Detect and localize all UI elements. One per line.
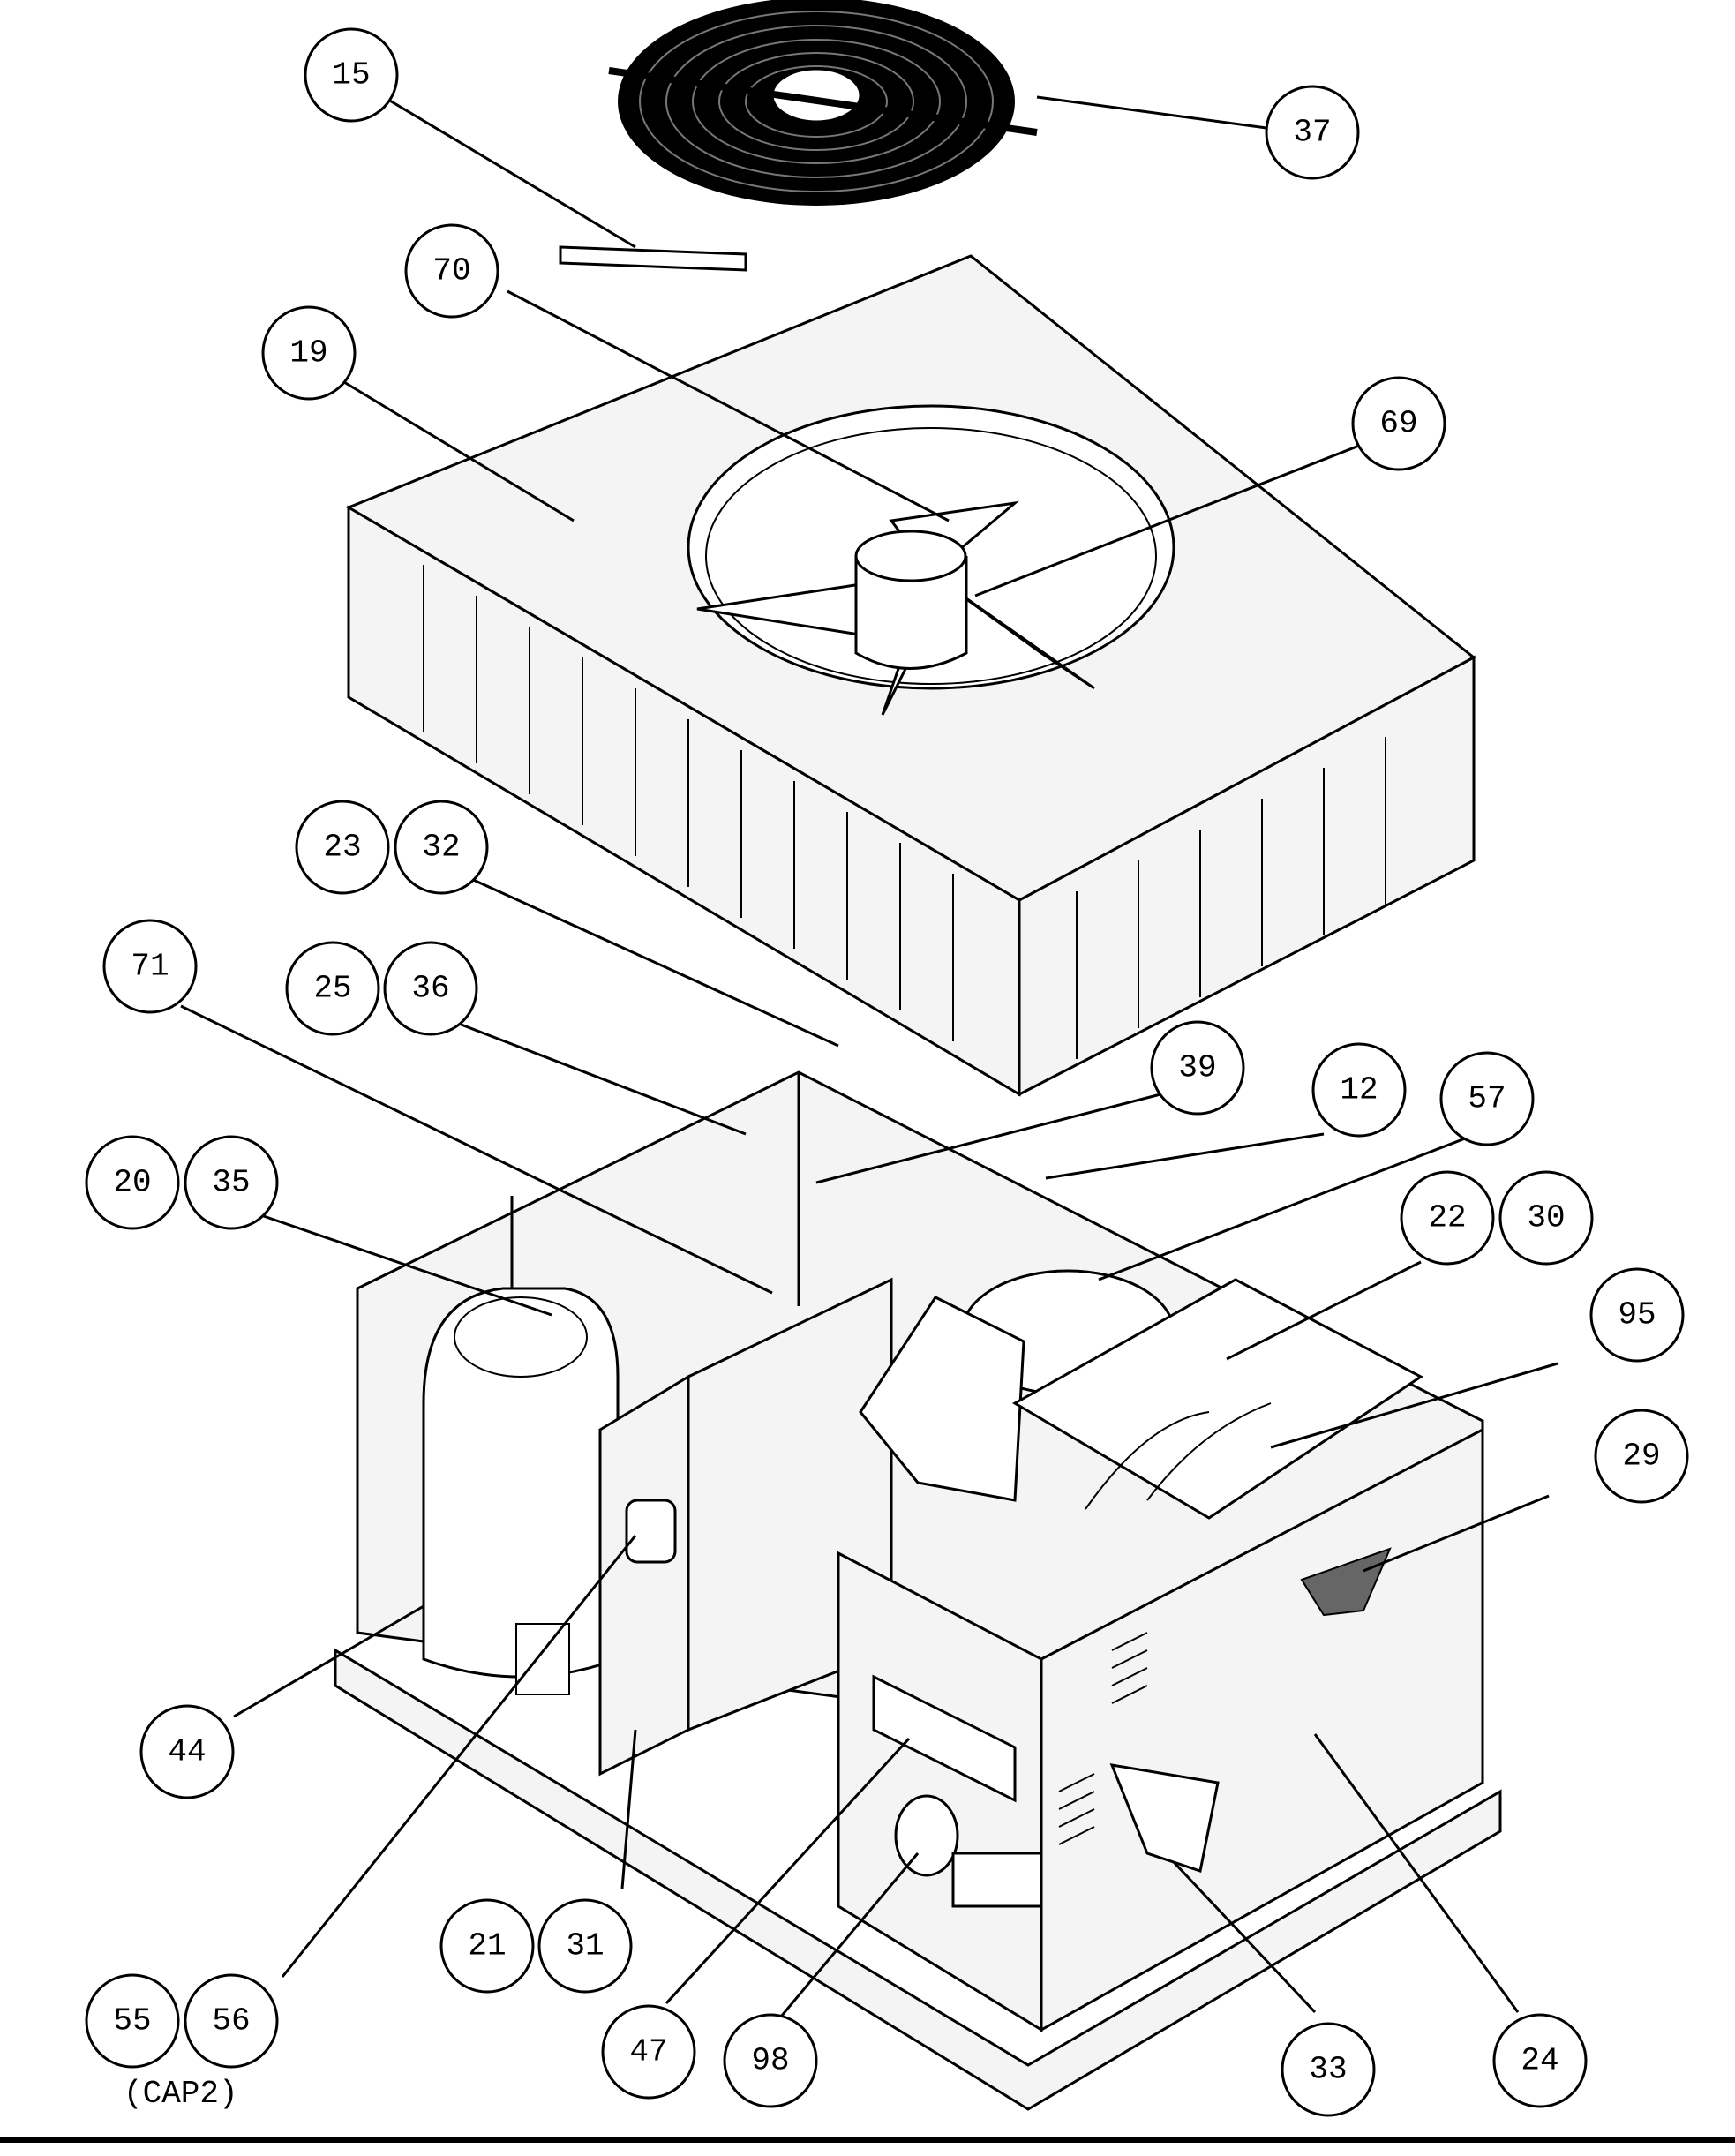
svg-text:37: 37 [1293,115,1331,151]
top-cover-assembly [345,254,1476,1097]
callout-12: 12 [1311,1042,1407,1138]
callout-69: 69 [1351,376,1446,471]
callout-24: 24 [1492,2013,1588,2108]
svg-text:20: 20 [113,1165,151,1201]
callout-57: 57 [1439,1051,1535,1146]
svg-text:36: 36 [411,971,449,1007]
svg-text:23: 23 [323,830,361,866]
svg-text:57: 57 [1468,1081,1506,1117]
callout-15: 15 [304,27,399,123]
callout-55: 55 [85,1973,180,2069]
callout-71: 71 [102,919,198,1014]
svg-text:39: 39 [1178,1050,1216,1086]
callout-23: 23 [295,800,390,895]
svg-text:69: 69 [1379,406,1417,442]
svg-text:25: 25 [313,971,351,1007]
callout-47: 47 [601,2004,696,2100]
callout-25: 25 [285,941,380,1036]
callout-95: 95 [1589,1267,1685,1363]
svg-text:30: 30 [1527,1200,1565,1236]
leader-lines [180,95,1558,2017]
callout-44: 44 [139,1704,235,1799]
callout-98: 98 [723,2013,818,2108]
svg-text:31: 31 [566,1928,604,1964]
svg-text:21: 21 [468,1928,506,1964]
svg-text:71: 71 [131,949,169,985]
callout-31: 31 [537,1898,633,1994]
callout-70: 70 [404,223,499,319]
callout-36: 36 [383,941,478,1036]
svg-text:15: 15 [332,57,370,94]
svg-text:22: 22 [1428,1200,1466,1236]
cap2-note: (CAP2) [124,2076,238,2112]
svg-text:33: 33 [1309,2052,1347,2088]
svg-text:32: 32 [422,830,460,866]
fan-guard [608,0,1038,206]
svg-text:19: 19 [289,335,327,372]
svg-text:35: 35 [212,1165,250,1201]
base-cabinet-assembly [334,1070,1502,2111]
svg-text:44: 44 [168,1734,206,1770]
callout-22: 22 [1400,1170,1495,1266]
callout-35: 35 [184,1135,279,1230]
callout-33: 33 [1281,2022,1376,2117]
svg-text:95: 95 [1618,1297,1656,1333]
top-bracket [559,245,747,272]
callout-20: 20 [85,1135,180,1230]
callout-32: 32 [394,800,489,895]
callout-30: 30 [1498,1170,1594,1266]
svg-text:47: 47 [629,2034,667,2070]
callout-39: 39 [1150,1020,1245,1116]
callout-37: 37 [1265,85,1360,180]
svg-text:29: 29 [1622,1439,1660,1475]
callout-21: 21 [439,1898,535,1994]
svg-text:70: 70 [432,253,470,289]
callout-19: 19 [261,305,357,401]
svg-text:12: 12 [1340,1072,1378,1108]
svg-text:98: 98 [751,2043,789,2079]
svg-text:55: 55 [113,2003,151,2040]
svg-text:56: 56 [212,2003,250,2040]
callout-29: 29 [1594,1409,1689,1504]
svg-text:24: 24 [1521,2043,1558,2079]
callout-56: 56 [184,1973,279,2069]
